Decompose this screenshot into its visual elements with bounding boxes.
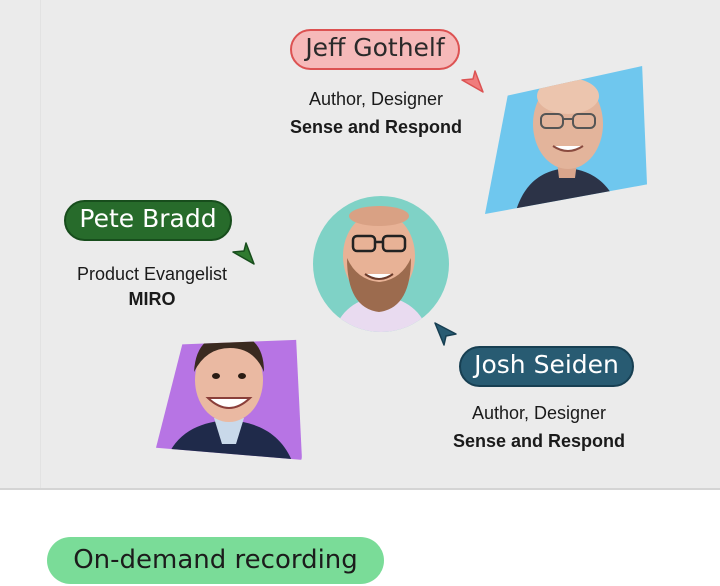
divider (40, 0, 41, 488)
on-demand-recording-badge: On-demand recording (47, 537, 384, 584)
speaker-org-josh: Sense and Respond (452, 431, 626, 451)
speaker-photo-pete (156, 339, 302, 460)
speaker-org-pete: MIRO (128, 289, 176, 309)
speaker-role-pete: Product Evangelist (76, 264, 228, 284)
speaker-name-josh: Josh Seiden (459, 346, 634, 387)
speaker-photo-jeff (485, 66, 647, 214)
cursor-pointer-icon (232, 242, 255, 265)
speaker-org-jeff: Sense and Respond (289, 117, 463, 137)
speaker-name-pete: Pete Bradd (64, 200, 232, 241)
cursor-pointer-icon (461, 70, 484, 93)
speaker-role-josh: Author, Designer (471, 403, 607, 423)
cursor-pointer-icon (434, 322, 457, 346)
speaker-photo-center (313, 196, 449, 332)
speaker-name-jeff: Jeff Gothelf (290, 29, 460, 70)
speaker-role-jeff: Author, Designer (308, 89, 444, 109)
speakers-banner: Jeff Gothelf Author, Designer Sense and … (0, 0, 720, 490)
